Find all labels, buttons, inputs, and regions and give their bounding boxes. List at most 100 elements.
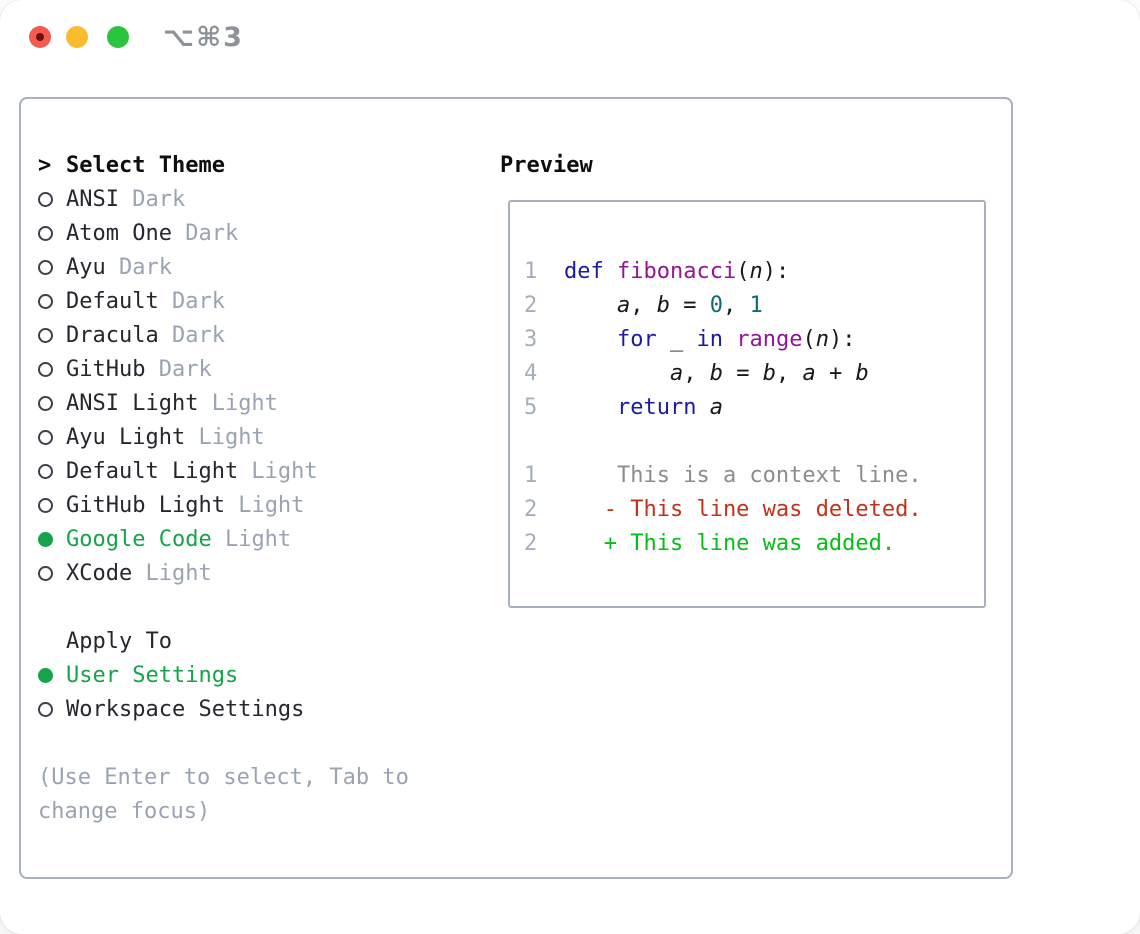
code-token — [604, 259, 617, 284]
spacer-row — [38, 590, 409, 624]
code-token: = — [669, 292, 710, 318]
theme-option[interactable]: GitHub Light Light — [38, 488, 409, 522]
code-token: ): — [828, 326, 856, 352]
theme-option-name: GitHub — [66, 356, 146, 382]
code-token: 1 — [749, 292, 763, 318]
code-token: fibonacci — [617, 258, 737, 284]
close-button[interactable] — [29, 26, 51, 48]
code-token: , — [683, 360, 710, 386]
radio-icon — [38, 701, 53, 717]
theme-option-variant: Light — [198, 390, 278, 416]
close-modified-dot-icon — [36, 33, 44, 41]
code-token: = — [722, 360, 763, 386]
code-line: 5 return a — [524, 390, 984, 424]
code-token: b — [656, 292, 670, 318]
window-titlebar: ⌥⌘3 — [0, 0, 1140, 72]
theme-option-name: Default — [66, 288, 159, 314]
theme-option[interactable]: XCode Light — [38, 556, 409, 590]
theme-option-name: ANSI — [66, 186, 119, 212]
code-line: 2 + This line was added. — [524, 526, 984, 560]
theme-option-variant: Light — [185, 424, 265, 450]
code-token: a — [709, 394, 723, 420]
theme-option-variant: Dark — [145, 356, 212, 382]
apply-to-option[interactable]: User Settings — [38, 658, 409, 692]
code-token: a — [669, 360, 684, 386]
line-number: 1 — [524, 462, 538, 488]
code-token: 0 — [709, 292, 723, 318]
apply-to-option-label: User Settings — [66, 662, 239, 688]
code-line: 1 This is a context line. — [524, 458, 984, 492]
theme-option-name: Ayu Light — [66, 424, 186, 450]
apply-to-header: Apply To — [66, 628, 172, 654]
theme-option[interactable]: Ayu Dark — [38, 250, 409, 284]
line-number: 4 — [524, 360, 538, 386]
theme-option[interactable]: ANSI Dark — [38, 182, 409, 216]
radio-icon — [38, 395, 53, 411]
code-token: ): — [762, 258, 790, 284]
code-token: + This line was added. — [564, 530, 896, 556]
theme-option[interactable]: Default Light Light — [38, 454, 409, 488]
code-token: def — [564, 258, 604, 284]
code-line: 4 a, b = b, a + b — [524, 356, 984, 390]
line-number: 2 — [524, 530, 538, 556]
theme-option[interactable]: ANSI Light Light — [38, 386, 409, 420]
radio-icon — [38, 259, 53, 275]
zoom-button[interactable] — [107, 26, 129, 48]
help-text-line-1: (Use Enter to select, Tab to — [38, 764, 409, 790]
code-token: b — [709, 360, 723, 386]
code-token: ( — [802, 326, 816, 352]
line-number: 5 — [524, 394, 538, 420]
theme-option[interactable]: Google Code Light — [38, 522, 409, 556]
theme-option[interactable]: Ayu Light Light — [38, 420, 409, 454]
theme-option-name: Default Light — [66, 458, 239, 484]
code-token: _ — [656, 326, 697, 352]
radio-icon — [38, 191, 53, 207]
theme-option[interactable]: Dracula Dark — [38, 318, 409, 352]
theme-option-name: Google Code — [66, 526, 212, 552]
spacer-row — [38, 726, 409, 760]
theme-option[interactable]: Atom One Dark — [38, 216, 409, 250]
minimize-button[interactable] — [66, 26, 88, 48]
window-title: ⌥⌘3 — [163, 22, 244, 53]
theme-option-name: Atom One — [66, 220, 172, 246]
code-token: in — [696, 326, 723, 352]
theme-option-variant: Dark — [171, 220, 239, 246]
code-line: 3 for _ in range(n): — [524, 322, 984, 356]
code-token — [564, 361, 670, 386]
theme-option-variant: Light — [224, 492, 305, 518]
focus-prompt-icon: > — [38, 152, 52, 178]
code-token: , — [775, 360, 803, 386]
theme-option-variant: Dark — [158, 288, 225, 314]
preview-header: Preview — [500, 152, 593, 178]
radio-icon — [38, 463, 53, 479]
theme-option-variant: Light — [211, 526, 292, 552]
theme-option-variant: Dark — [105, 254, 172, 280]
code-token — [696, 395, 709, 420]
theme-option-name: Ayu — [66, 254, 106, 280]
radio-icon — [38, 327, 53, 343]
radio-selected-icon — [38, 531, 53, 547]
radio-icon — [38, 225, 53, 241]
code-token: for — [616, 326, 657, 352]
theme-option[interactable]: GitHub Dark — [38, 352, 409, 386]
theme-option[interactable]: Default Dark — [38, 284, 409, 318]
theme-option-variant: Light — [132, 560, 212, 586]
apply-to-option[interactable]: Workspace Settings — [38, 692, 409, 726]
select-theme-header: > Select Theme — [38, 148, 409, 182]
code-token: b — [855, 360, 869, 386]
code-line: 2 - This line was deleted. — [524, 492, 984, 526]
code-token — [564, 293, 617, 318]
radio-icon — [38, 361, 53, 377]
theme-option-name: GitHub Light — [66, 492, 225, 518]
code-token: , — [722, 292, 750, 318]
code-spacer-line — [524, 424, 984, 458]
theme-option-name: XCode — [66, 560, 133, 586]
